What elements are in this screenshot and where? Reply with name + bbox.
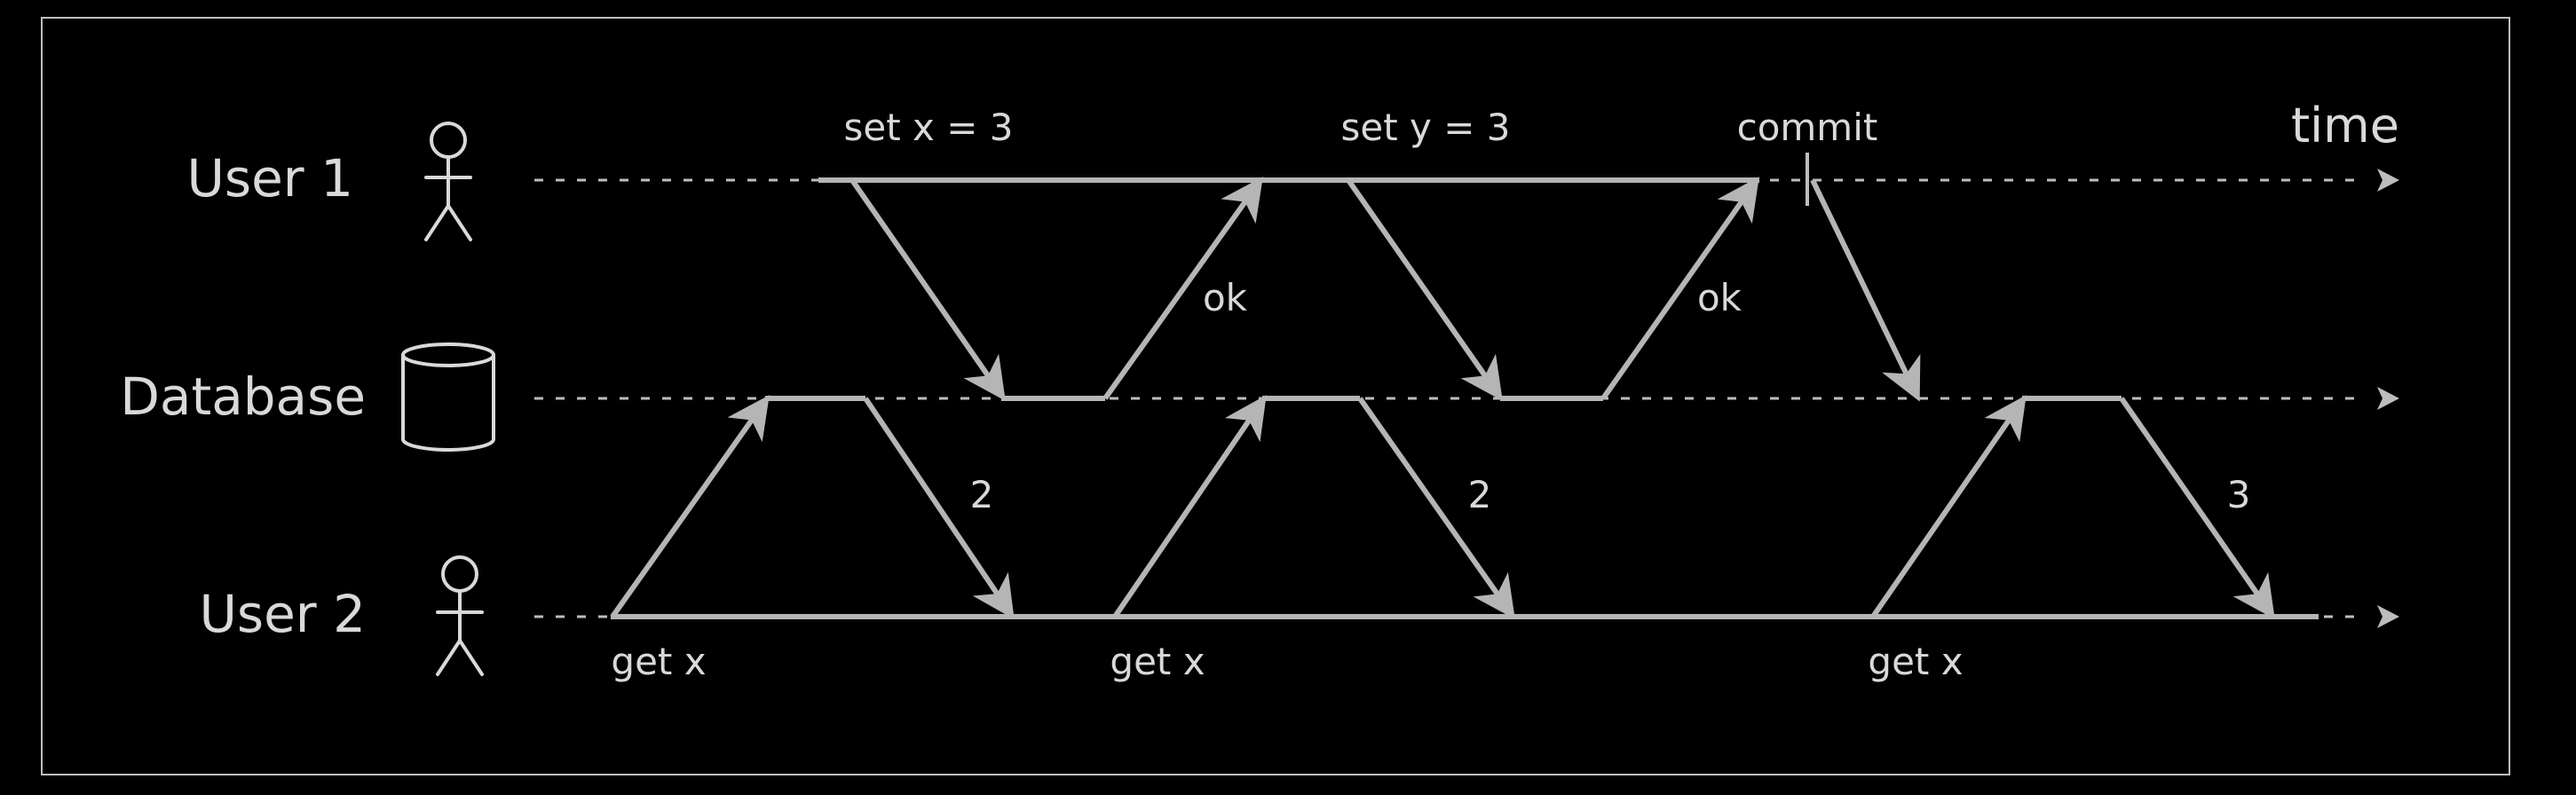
lane-label-user2: User 2 bbox=[199, 584, 366, 644]
label-ok-1: ok bbox=[1203, 276, 1248, 319]
arrow-get-x-3-request bbox=[1870, 395, 2027, 618]
time-axis-label: time bbox=[2291, 98, 2399, 153]
arrow-set-x-request bbox=[849, 178, 1006, 401]
lane-label-user1: User 1 bbox=[186, 148, 353, 209]
arrow-set-y-ok bbox=[1600, 177, 1759, 400]
user1-stick-figure-icon bbox=[424, 122, 472, 241]
arrow-get-x-2-response bbox=[1357, 397, 1515, 619]
label-get-x-2: get x bbox=[1110, 640, 1205, 683]
arrow-set-y-request bbox=[1346, 178, 1503, 401]
arrow-get-x-1-response bbox=[863, 397, 1015, 619]
user2-stick-figure-icon bbox=[436, 555, 484, 676]
label-get-x-1: get x bbox=[611, 640, 706, 683]
label-set-y: set y = 3 bbox=[1340, 106, 1510, 149]
lane-label-database: Database bbox=[120, 366, 366, 427]
diagram-frame bbox=[41, 17, 2510, 775]
label-commit: commit bbox=[1737, 106, 1878, 149]
label-set-x: set x = 3 bbox=[843, 106, 1013, 149]
arrow-get-x-2-request bbox=[1112, 395, 1267, 618]
arrow-get-x-3-response bbox=[2119, 397, 2275, 619]
user1-timeline-arrowhead bbox=[2377, 169, 2399, 192]
label-response-3: 3 bbox=[2227, 473, 2251, 516]
user2-timeline-arrowhead bbox=[2377, 605, 2399, 628]
label-response-1: 2 bbox=[970, 473, 994, 516]
label-response-2: 2 bbox=[1468, 473, 1492, 516]
arrow-get-x-1-request bbox=[610, 395, 770, 618]
database-cylinder-icon bbox=[401, 342, 495, 452]
arrow-commit-request bbox=[1810, 178, 1921, 402]
arrow-set-x-ok bbox=[1102, 177, 1263, 400]
label-ok-2: ok bbox=[1697, 276, 1742, 319]
database-timeline-arrowhead bbox=[2377, 387, 2399, 410]
label-get-x-3: get x bbox=[1868, 640, 1963, 683]
